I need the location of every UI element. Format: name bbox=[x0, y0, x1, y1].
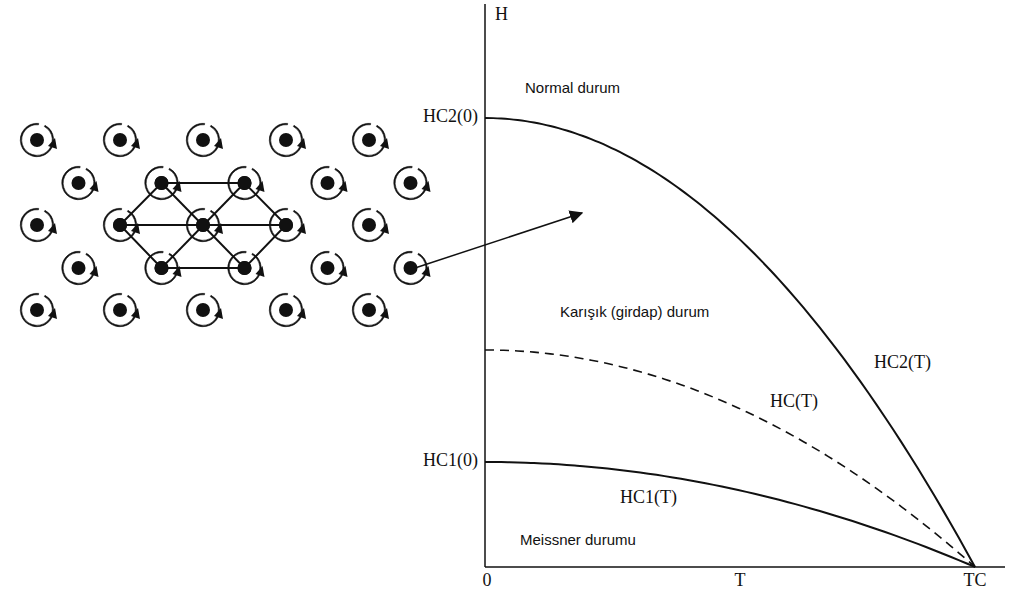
leader-arrow bbox=[415, 213, 582, 268]
hc-curve bbox=[485, 350, 975, 567]
vortex bbox=[186, 293, 223, 326]
vortex bbox=[20, 123, 57, 156]
vortex-lattice bbox=[20, 123, 430, 326]
axis-title: T bbox=[735, 570, 746, 590]
curve-label: HC2(T) bbox=[874, 352, 931, 372]
vortex bbox=[352, 208, 389, 241]
vortex bbox=[269, 293, 306, 326]
vortex bbox=[394, 251, 431, 284]
axis-title: H bbox=[495, 4, 508, 24]
field-value: HC1(0) bbox=[423, 450, 478, 470]
h-axis bbox=[484, 4, 486, 567]
vortex bbox=[311, 166, 348, 199]
curve-label: HC1(T) bbox=[620, 487, 677, 507]
vortex bbox=[20, 208, 57, 241]
hc1-curve bbox=[485, 462, 975, 567]
hc2-curve bbox=[485, 118, 975, 567]
curve-label: HC(T) bbox=[770, 391, 818, 411]
region-label: Meissner durumu bbox=[520, 530, 636, 550]
vortex bbox=[394, 166, 431, 199]
t-axis bbox=[485, 566, 1005, 568]
region-label: Karışık (girdap) durum bbox=[560, 302, 709, 322]
vortex bbox=[269, 123, 306, 156]
vortex bbox=[20, 293, 57, 326]
vortex bbox=[311, 251, 348, 284]
axis-tick: 0 bbox=[483, 570, 492, 590]
region-label: Normal durum bbox=[525, 78, 620, 98]
vortex bbox=[352, 123, 389, 156]
vortex bbox=[103, 123, 140, 156]
hexagon-cell bbox=[120, 183, 286, 268]
vortex bbox=[103, 293, 140, 326]
phase-curves bbox=[485, 118, 975, 567]
vortex bbox=[62, 251, 99, 284]
vortex bbox=[352, 293, 389, 326]
vortex bbox=[186, 123, 223, 156]
field-value: HC2(0) bbox=[423, 106, 478, 126]
vortex bbox=[62, 166, 99, 199]
axis-tick: TC bbox=[963, 570, 986, 590]
